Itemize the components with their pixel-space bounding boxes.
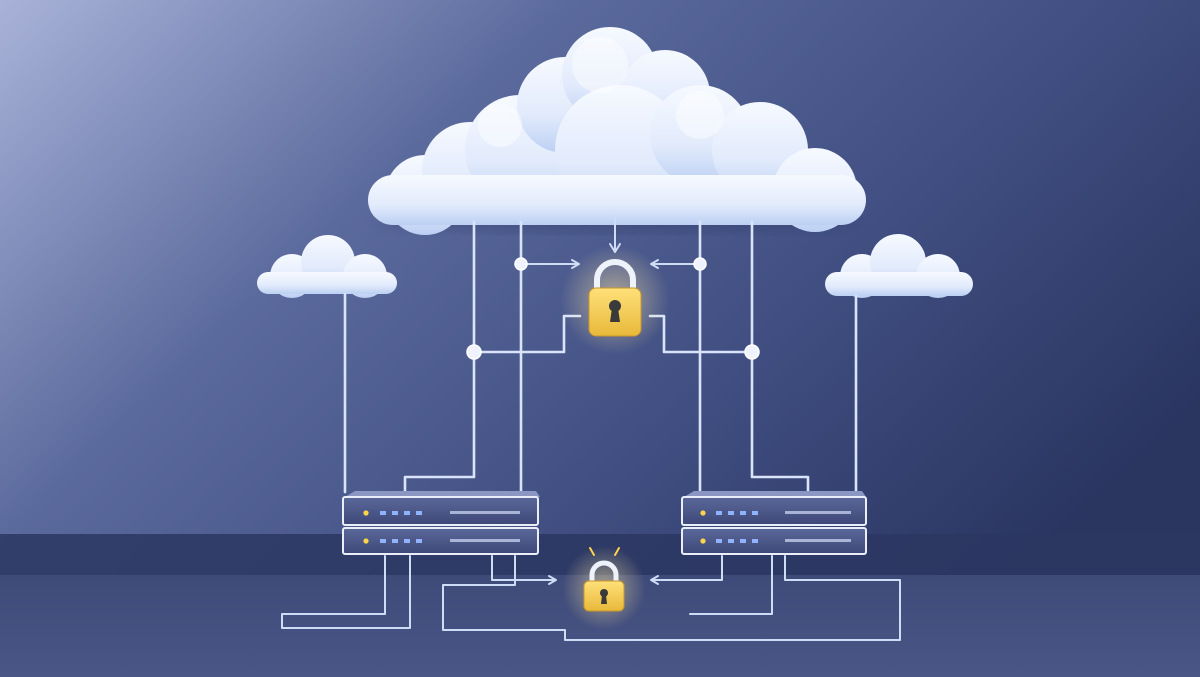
left-server-rack-icon bbox=[342, 491, 540, 555]
left-cloud-icon bbox=[257, 235, 397, 298]
right-server-unit-bottom bbox=[681, 527, 867, 555]
right-server-rack-icon bbox=[681, 491, 867, 555]
network-wires-bottom bbox=[281, 555, 901, 641]
left-server-unit-top bbox=[342, 491, 540, 526]
right-server-unit-top bbox=[681, 491, 867, 526]
center-padlock-icon bbox=[560, 245, 670, 355]
bottom-padlock-icon bbox=[562, 546, 646, 630]
main-cloud-icon bbox=[368, 27, 866, 235]
right-cloud-icon bbox=[825, 234, 973, 298]
junction-nodes bbox=[466, 257, 760, 360]
left-server-unit-bottom bbox=[342, 527, 539, 555]
